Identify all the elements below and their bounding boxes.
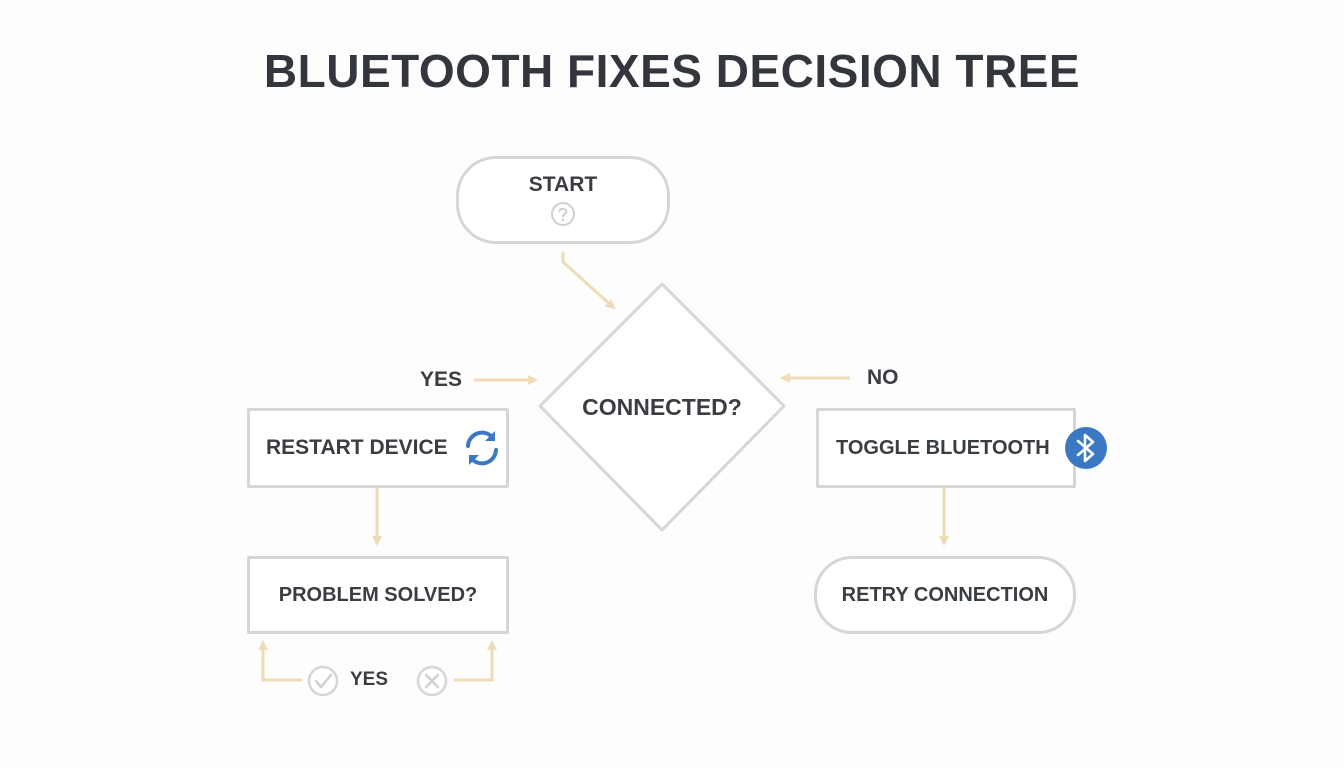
bluetooth-icon [1065, 427, 1107, 469]
page-title: BLUETOOTH FIXES DECISION TREE [263, 45, 1081, 97]
yes-label-left: YES [420, 368, 463, 391]
problem-solved-node: PROBLEM SOLVED? [247, 556, 509, 634]
x-circle-icon [416, 665, 448, 697]
restart-device-node: RESTART DEVICE [247, 408, 509, 488]
arrow-no-loop-right [454, 640, 497, 682]
problem-solved-label: PROBLEM SOLVED? [278, 583, 478, 606]
yes-label-bottom: YES [350, 669, 389, 690]
no-label-right: NO [867, 366, 899, 389]
arrow-yes-loop-left [258, 640, 302, 682]
start-label: START [528, 173, 598, 196]
decision-diamond [538, 282, 786, 532]
toggle-bluetooth-label: TOGGLE BLUETOOTH [836, 436, 1050, 459]
toggle-bluetooth-node: TOGGLE BLUETOOTH [816, 408, 1076, 488]
check-circle-icon [307, 665, 339, 697]
retry-connection-node: RETRY CONNECTION [814, 556, 1076, 634]
restart-device-label: RESTART DEVICE [266, 436, 448, 459]
retry-connection-label: RETRY CONNECTION [841, 583, 1049, 606]
arrow-start-to-decision [561, 252, 616, 310]
decision-label: CONNECTED? [582, 394, 742, 420]
start-node: START [456, 156, 670, 244]
refresh-icon [465, 430, 498, 466]
question-circle-icon [551, 202, 575, 226]
